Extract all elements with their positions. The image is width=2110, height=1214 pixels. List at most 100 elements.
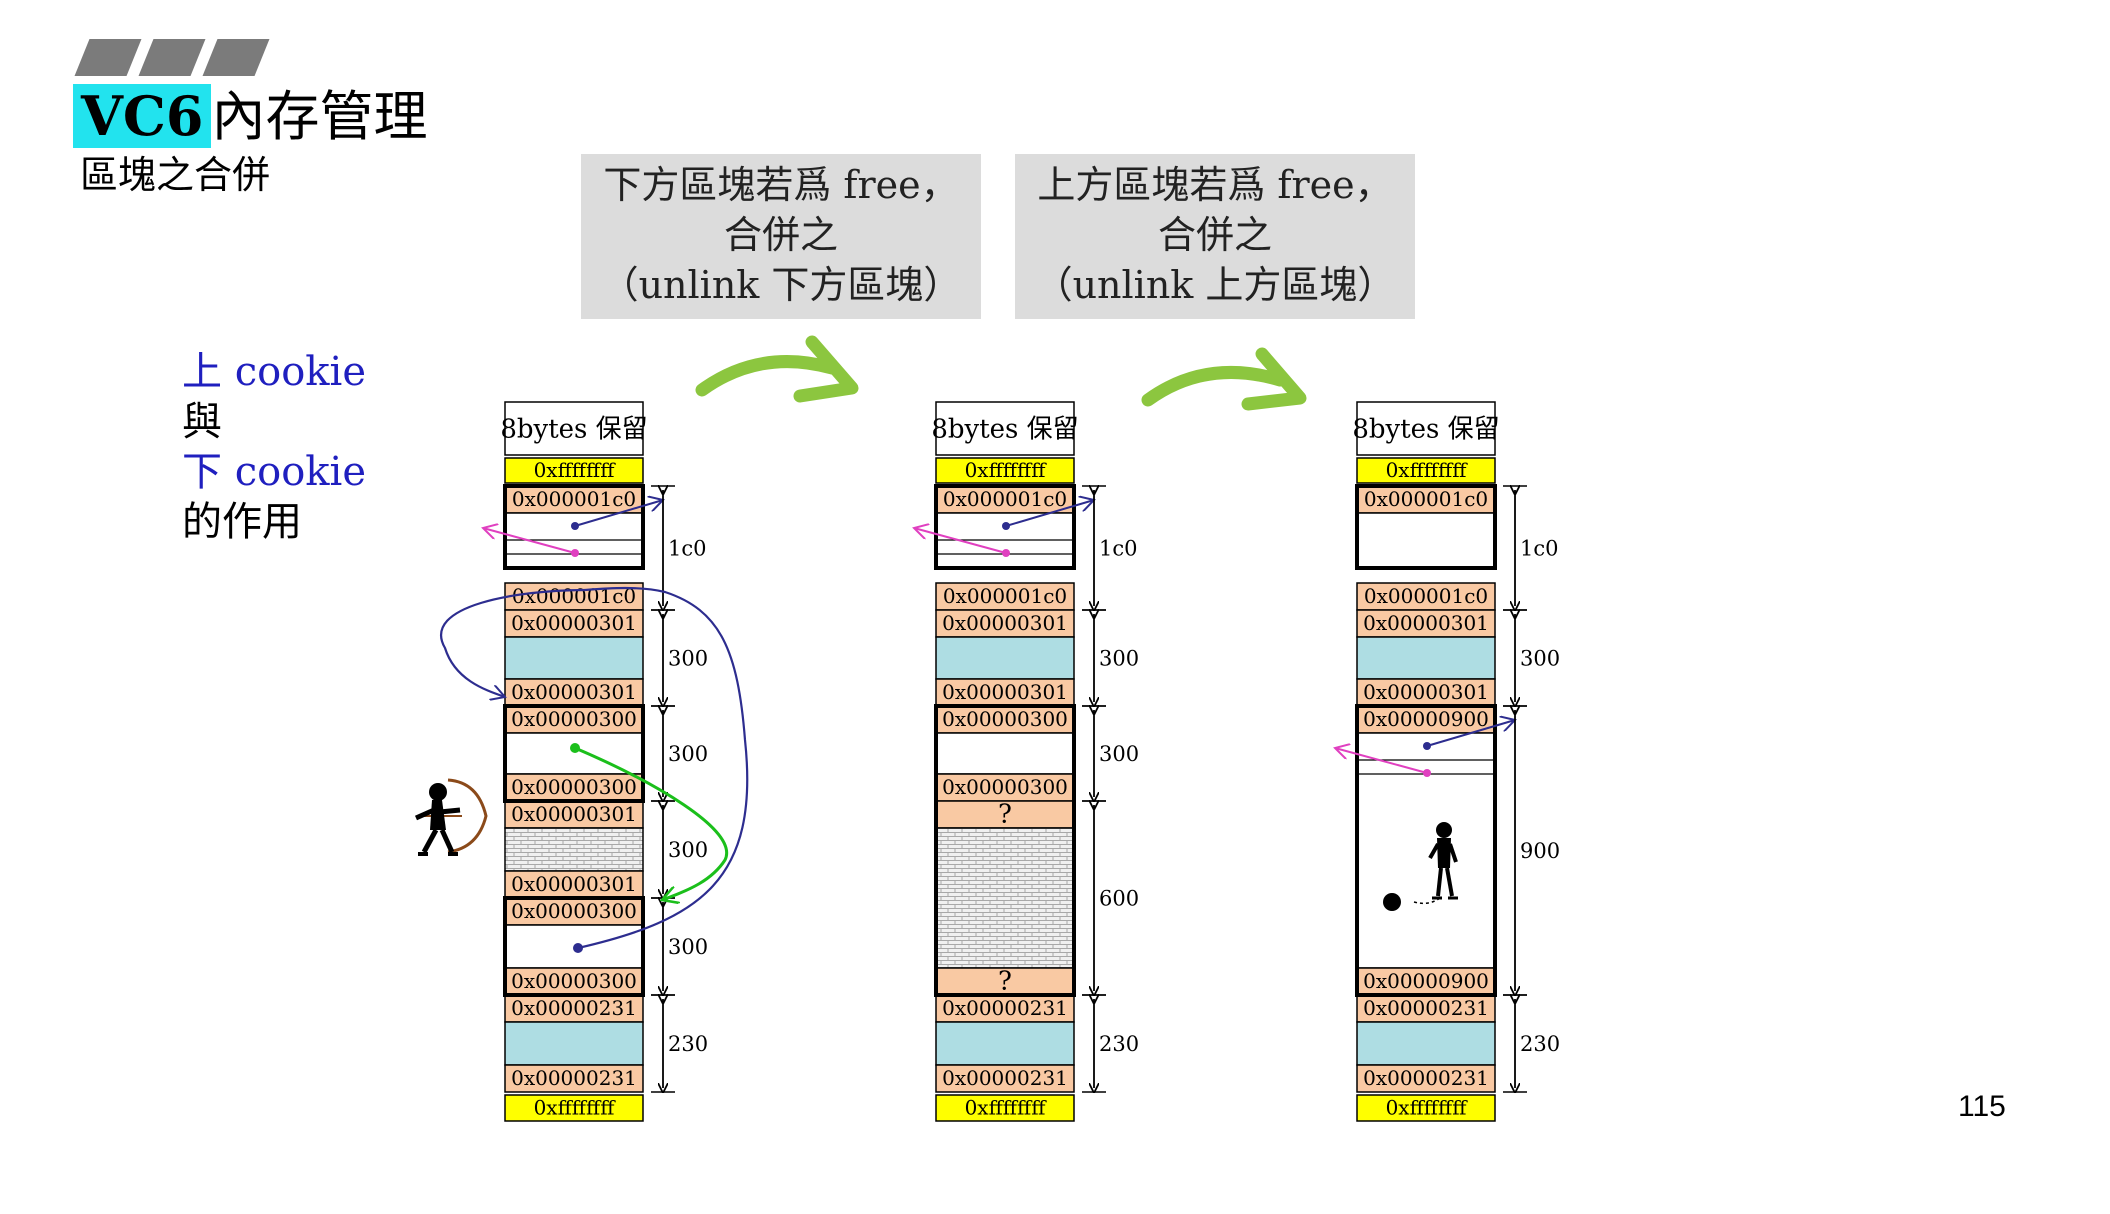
used-block-body [504, 1021, 644, 1066]
caption-lower-line-1: 下方區塊若爲 free， [603, 163, 959, 207]
sentinel-cell [935, 1094, 1075, 1122]
cookie-note-upper-char: 上 [182, 349, 222, 395]
cookie-value: 0x00000301 [511, 680, 637, 704]
free-block-outline [503, 484, 645, 570]
archer-figure-icon [414, 778, 488, 856]
cookie-note-lower-char: 下 [182, 449, 222, 495]
sentinel-value: 0xffffffff [534, 458, 617, 482]
cookie-value: 0x00000900 [1363, 707, 1489, 731]
cookie-cell [935, 1064, 1075, 1093]
size-label: 1c0 [668, 537, 706, 561]
cookie-cell [504, 1064, 644, 1093]
sentinel-cell [935, 457, 1075, 484]
freed-block-body [935, 827, 1075, 969]
cookie-note-line-2: 與 [182, 399, 222, 445]
cookie-cell [1356, 678, 1496, 707]
prev-pointer-arrow [914, 528, 1007, 554]
green-curved-arrow-icon [695, 335, 859, 403]
prisoner-ball-and-chain-icon [1383, 822, 1458, 911]
cookie-cell [935, 800, 1075, 829]
size-label: 300 [668, 935, 708, 959]
sentinel-value: 0xffffffff [965, 458, 1048, 482]
memory-column-merged-upper: 8bytes 保留0xffffffff0x000001c00x000001c00… [1335, 401, 1560, 1122]
size-label: 900 [1520, 839, 1560, 863]
cookie-value: 0x00000301 [511, 802, 637, 826]
size-label: 300 [1099, 742, 1139, 766]
caption-lower-line-3: （unlink 下方區塊） [600, 263, 962, 307]
cookie-value: 0x00000300 [942, 707, 1068, 731]
size-label: 300 [668, 838, 708, 862]
prev-pointer-arrow [483, 528, 576, 554]
used-block-body [1356, 636, 1496, 680]
cookie-value: 0x00000301 [1363, 680, 1489, 704]
size-label: 230 [668, 1032, 708, 1056]
reserved-header [1356, 401, 1496, 456]
cookie-cell [504, 678, 644, 707]
cookie-cell [1356, 582, 1496, 611]
cookie-cell [935, 485, 1075, 514]
cookie-cell [504, 994, 644, 1023]
title-vc6: VC6 [73, 84, 212, 148]
cookie-value: 0x00000300 [511, 775, 637, 799]
reserved-label: 8bytes 保留 [500, 415, 647, 445]
unlink-pointer-curves [440, 586, 749, 953]
used-block-body [935, 636, 1075, 680]
sentinel-cell [1356, 457, 1496, 484]
size-label: 230 [1099, 1032, 1139, 1056]
free-block-body [504, 732, 644, 775]
used-block-body [1356, 1021, 1496, 1066]
cookie-value: ? [998, 800, 1012, 830]
page-subtitle: 區塊之合併 [80, 153, 271, 197]
size-label: 300 [1099, 647, 1139, 671]
cookie-value: 0x000001c0 [512, 487, 636, 511]
reserved-header [504, 401, 644, 456]
cookie-value: 0x00000300 [511, 899, 637, 923]
free-block-body [1356, 512, 1496, 569]
size-label: 1c0 [1099, 537, 1137, 561]
caption-upper-line-2: 合併之 [1157, 213, 1272, 257]
cookie-value: 0x00000231 [942, 996, 1068, 1020]
reserved-label: 8bytes 保留 [1352, 415, 1499, 445]
cookie-cell [1356, 609, 1496, 638]
free-block-outline [1355, 484, 1497, 570]
sentinel-value: 0xffffffff [1386, 458, 1469, 482]
sentinel-value: 0xffffffff [534, 1096, 617, 1120]
size-label: 600 [1099, 887, 1139, 911]
sentinel-cell [504, 457, 644, 484]
free-block-body [935, 732, 1075, 775]
cookie-value: 0x00000301 [942, 680, 1068, 704]
used-block-body [935, 1021, 1075, 1066]
cookie-value: 0x00000231 [511, 996, 637, 1020]
used-block-body [504, 636, 644, 680]
cookie-cell [935, 994, 1075, 1023]
free-block-outline [503, 896, 645, 997]
cookie-note-line-3: 下 cookie [182, 447, 366, 497]
green-curved-arrow-icon [1141, 347, 1307, 411]
cookie-value: 0x00000300 [511, 707, 637, 731]
cookie-value: 0x00000231 [511, 1066, 637, 1090]
free-block-body [1356, 732, 1496, 969]
cookie-value: 0x000001c0 [1364, 584, 1488, 608]
next-pointer-arrow [1426, 720, 1515, 747]
next-pointer-arrow [1005, 500, 1094, 527]
reserved-header [935, 401, 1075, 456]
cookie-value: 0x00000300 [942, 775, 1068, 799]
cookie-cell [1356, 967, 1496, 996]
caption-lower-merge: 下方區塊若爲 free， 合併之 （unlink 下方區塊） [581, 154, 981, 319]
cookie-cell [935, 582, 1075, 611]
caption-upper-line-3: （unlink 上方區塊） [1034, 263, 1396, 307]
sentinel-cell [504, 1094, 644, 1122]
cookie-value: 0x00000231 [1363, 996, 1489, 1020]
cookie-note-lower-word: cookie [222, 449, 366, 495]
cookie-note-line-1: 上 cookie [182, 347, 366, 397]
free-block-outline [934, 484, 1076, 570]
free-block-outline [934, 704, 1076, 997]
size-label: 300 [1520, 647, 1560, 671]
cookie-value: 0x000001c0 [943, 584, 1067, 608]
cookie-cell [504, 870, 644, 899]
reserved-label: 8bytes 保留 [931, 415, 1078, 445]
cookie-value: 0x00000300 [511, 969, 637, 993]
next-pointer-arrow [574, 500, 663, 527]
